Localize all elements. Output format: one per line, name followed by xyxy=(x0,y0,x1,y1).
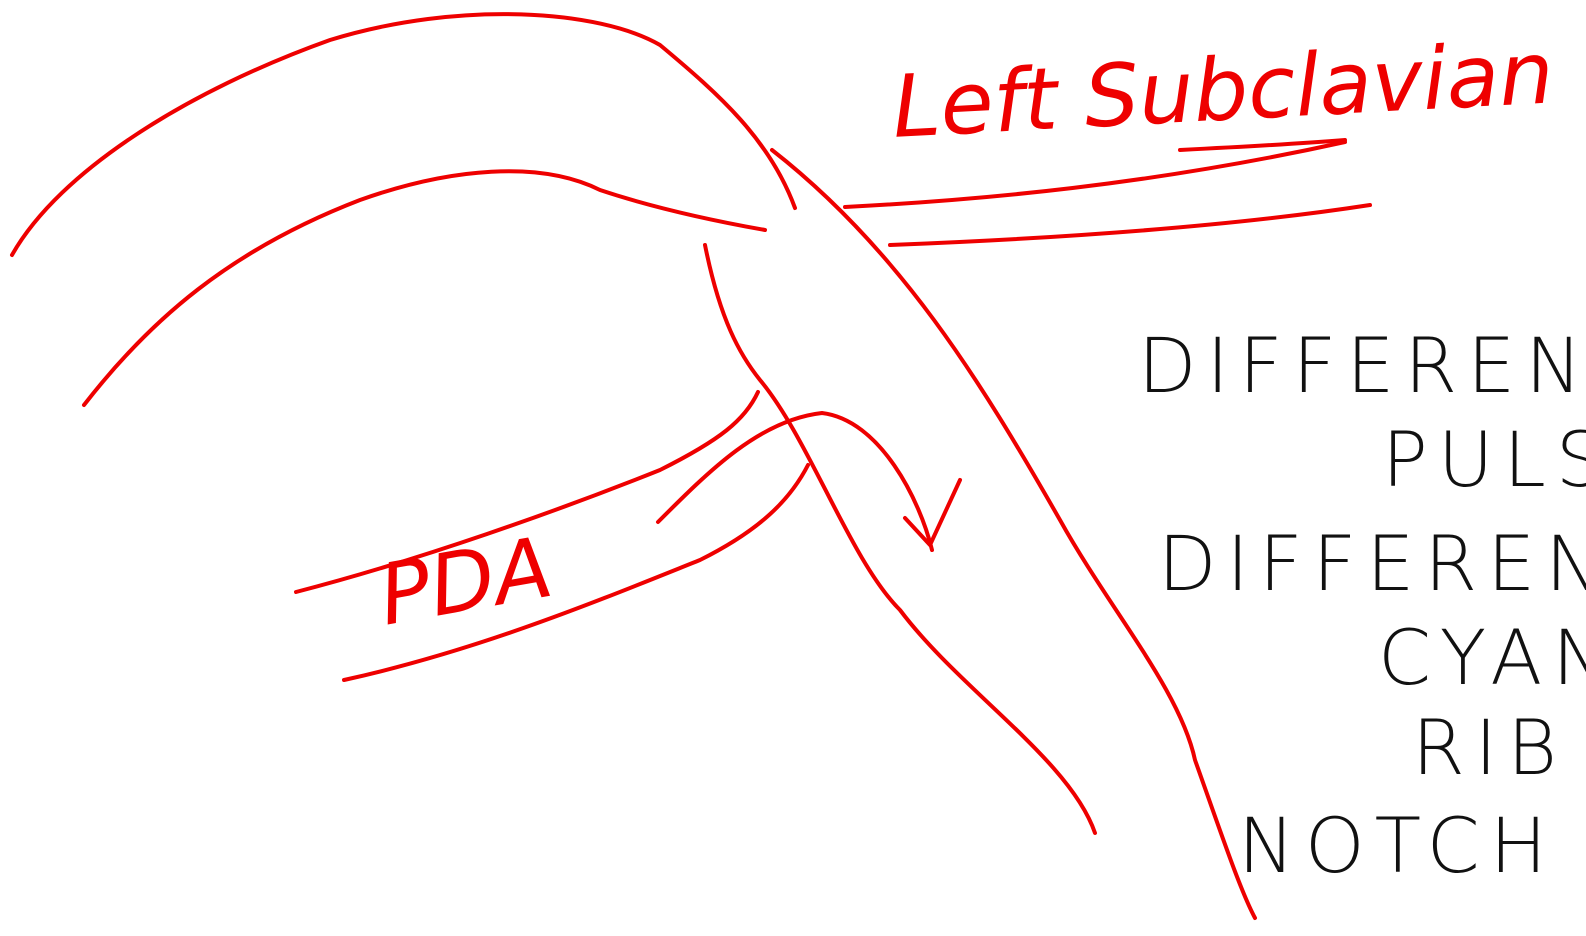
note-line-1: DIFFERENT xyxy=(1138,321,1586,410)
aortic-arch-inner-wall xyxy=(82,169,767,407)
pda-lower-wall xyxy=(342,463,810,682)
note-line-6: NOTCH xyxy=(1238,801,1557,890)
note-line-3: DIFFEREN xyxy=(1158,519,1586,608)
note-line-5: RIB xyxy=(1412,703,1567,792)
pda-flow-arrow xyxy=(656,411,934,552)
pda-flow-arrowhead xyxy=(903,478,962,547)
left-subclavian-upper-wall xyxy=(843,140,1347,209)
aortic-arch-outer-wall xyxy=(10,12,797,257)
pda-upper-wall xyxy=(294,390,760,594)
note-line-2: PULS xyxy=(1382,415,1586,504)
left-subclavian-lower-wall xyxy=(888,203,1372,247)
note-line-4: CYAN xyxy=(1378,613,1586,702)
subclavian-label-underline xyxy=(1178,138,1347,152)
descending-aorta-inner-wall xyxy=(703,243,1097,835)
descending-aorta-outer-wall xyxy=(770,148,1257,920)
